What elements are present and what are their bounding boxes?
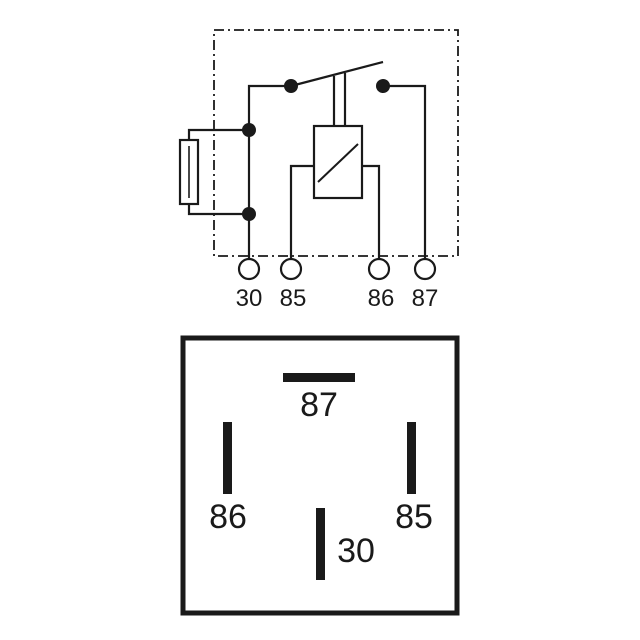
- junction-contact-87: [376, 79, 390, 93]
- pinout-label-85: 85: [395, 498, 433, 536]
- schematic-label-86: 86: [368, 285, 395, 312]
- schematic-label-85: 85: [280, 285, 307, 312]
- junction-top-left: [242, 123, 256, 137]
- pinout-outline: [180, 335, 460, 616]
- housing-outline: [213, 29, 459, 257]
- pin-85-blade: [407, 422, 416, 494]
- terminal-30: [237, 257, 261, 281]
- relay-pinout: [180, 335, 460, 616]
- wire-resistor-top: [187, 128, 249, 140]
- junction-switch-pivot: [284, 79, 298, 93]
- switch-arm: [290, 60, 384, 88]
- terminal-85: [279, 257, 303, 281]
- wire-85: [289, 164, 314, 258]
- pinout-label-86: 86: [209, 498, 247, 536]
- coil-diagonal: [317, 143, 359, 183]
- schematic-label-30: 30: [236, 285, 263, 312]
- pinout-label-87: 87: [300, 386, 338, 424]
- pin-30-blade: [316, 508, 325, 580]
- wire-resistor-bottom: [187, 204, 249, 216]
- wire-86: [362, 164, 381, 258]
- schematic-label-87: 87: [412, 285, 439, 312]
- relay-schematic: [178, 29, 459, 281]
- pin-87-blade: [283, 373, 355, 382]
- wire-common-top: [247, 84, 291, 130]
- terminal-86: [367, 257, 391, 281]
- junction-dots: [242, 79, 390, 221]
- terminal-87: [413, 257, 437, 281]
- relay-coil: [312, 124, 364, 200]
- wire-87: [383, 84, 427, 258]
- pinout-label-30: 30: [337, 532, 375, 570]
- junction-bottom-left: [242, 207, 256, 221]
- pin-86-blade: [223, 422, 232, 494]
